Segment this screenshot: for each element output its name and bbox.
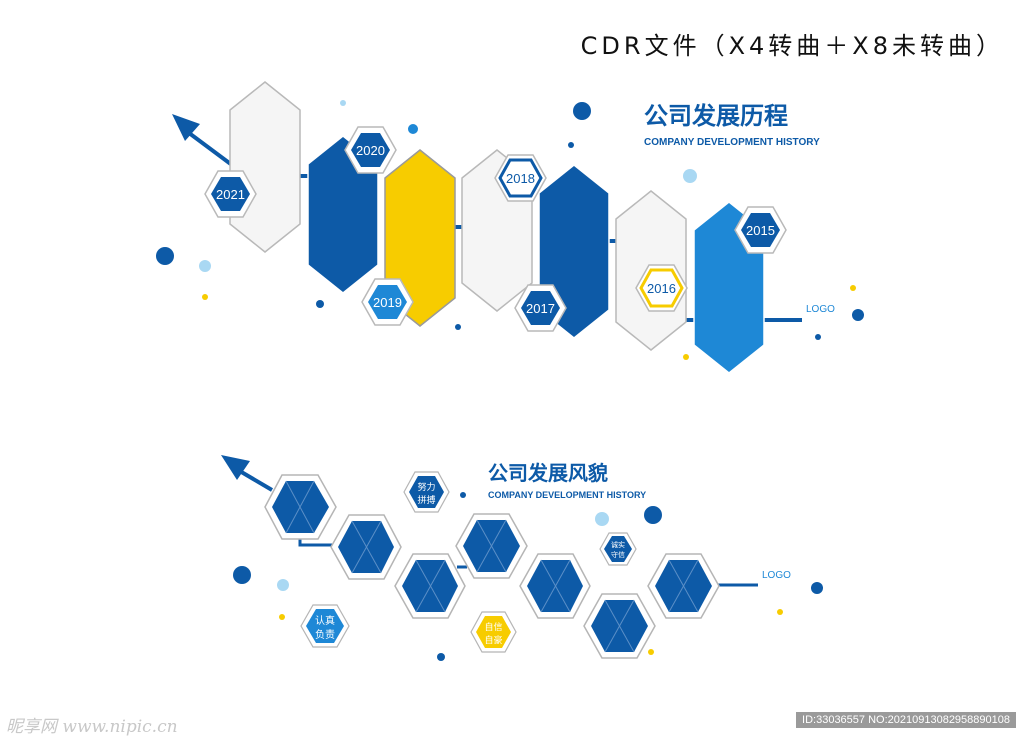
year-label: 2020: [356, 143, 385, 158]
history-arrow-head: [172, 114, 200, 141]
style-title: 公司发展风貌: [488, 461, 608, 485]
motto-badge-2: 诚实 守信: [599, 532, 637, 566]
history-subtitle: COMPANY DEVELOPMENT HISTORY: [644, 137, 820, 148]
history-section: 2021 2020 2019 2018 2017 2016: [156, 81, 864, 374]
decorative-dots: [233, 492, 823, 661]
history-hex-2021: [229, 81, 301, 253]
photo-hex: [519, 553, 591, 619]
history-logo: LOGO: [806, 304, 835, 315]
motto-line: 守信: [611, 550, 625, 559]
year-badge-2016: 2016: [635, 264, 688, 312]
photo-hex: [264, 474, 337, 540]
style-logo: LOGO: [762, 570, 791, 581]
style-subtitle: COMPANY DEVELOPMENT HISTORY: [488, 490, 646, 500]
style-arrow-line: [236, 468, 274, 492]
motto-line: 自信: [484, 621, 502, 633]
style-arrow-head: [221, 455, 250, 480]
year-label: 2018: [506, 171, 535, 186]
motto-line: 自豪: [484, 634, 502, 646]
year-label: 2015: [746, 223, 775, 238]
motto-line: 认真: [315, 614, 335, 627]
motto-badge-3: 认真 负责: [300, 604, 350, 648]
year-badge-2021: 2021: [204, 170, 257, 218]
year-badge-2020: 2020: [344, 126, 397, 174]
photo-hex: [647, 553, 720, 619]
style-section: 努力 拼搏 诚实 守信 认真 负责 自信 自豪 公司发展风貌 COMPANY D…: [221, 455, 823, 661]
motto-badge-1: 努力 拼搏: [403, 471, 450, 513]
year-badge-2015: 2015: [734, 206, 787, 254]
year-label: 2019: [373, 295, 402, 310]
photo-hex: [330, 514, 402, 580]
year-badge-2018: 2018: [494, 154, 547, 202]
photo-hex: [394, 553, 466, 619]
watermark-right: ID:33036557 NO:20210913082958890108: [796, 712, 1016, 728]
year-badge-2017: 2017: [514, 284, 567, 332]
motto-badge-4: 自信 自豪: [470, 611, 517, 653]
photo-hex: [455, 513, 528, 579]
decorative-dots: [156, 100, 864, 360]
motto-line: 拼搏: [417, 494, 435, 506]
photo-hex: [583, 593, 656, 659]
year-label: 2016: [647, 281, 676, 296]
file-format-header: CDR文件（X4转曲＋X8未转曲）: [580, 32, 1004, 60]
year-badge-2019: 2019: [361, 278, 414, 326]
history-hex-2020: [307, 135, 379, 294]
year-label: 2021: [216, 187, 245, 202]
watermark-left: 昵享网 www.nipic.cn: [6, 717, 178, 737]
motto-line: 努力: [417, 481, 435, 493]
motto-line: 负责: [315, 628, 335, 641]
year-label: 2017: [526, 301, 555, 316]
history-title: 公司发展历程: [644, 102, 788, 130]
history-arrow-line: [183, 128, 234, 167]
motto-line: 诚实: [611, 540, 625, 549]
